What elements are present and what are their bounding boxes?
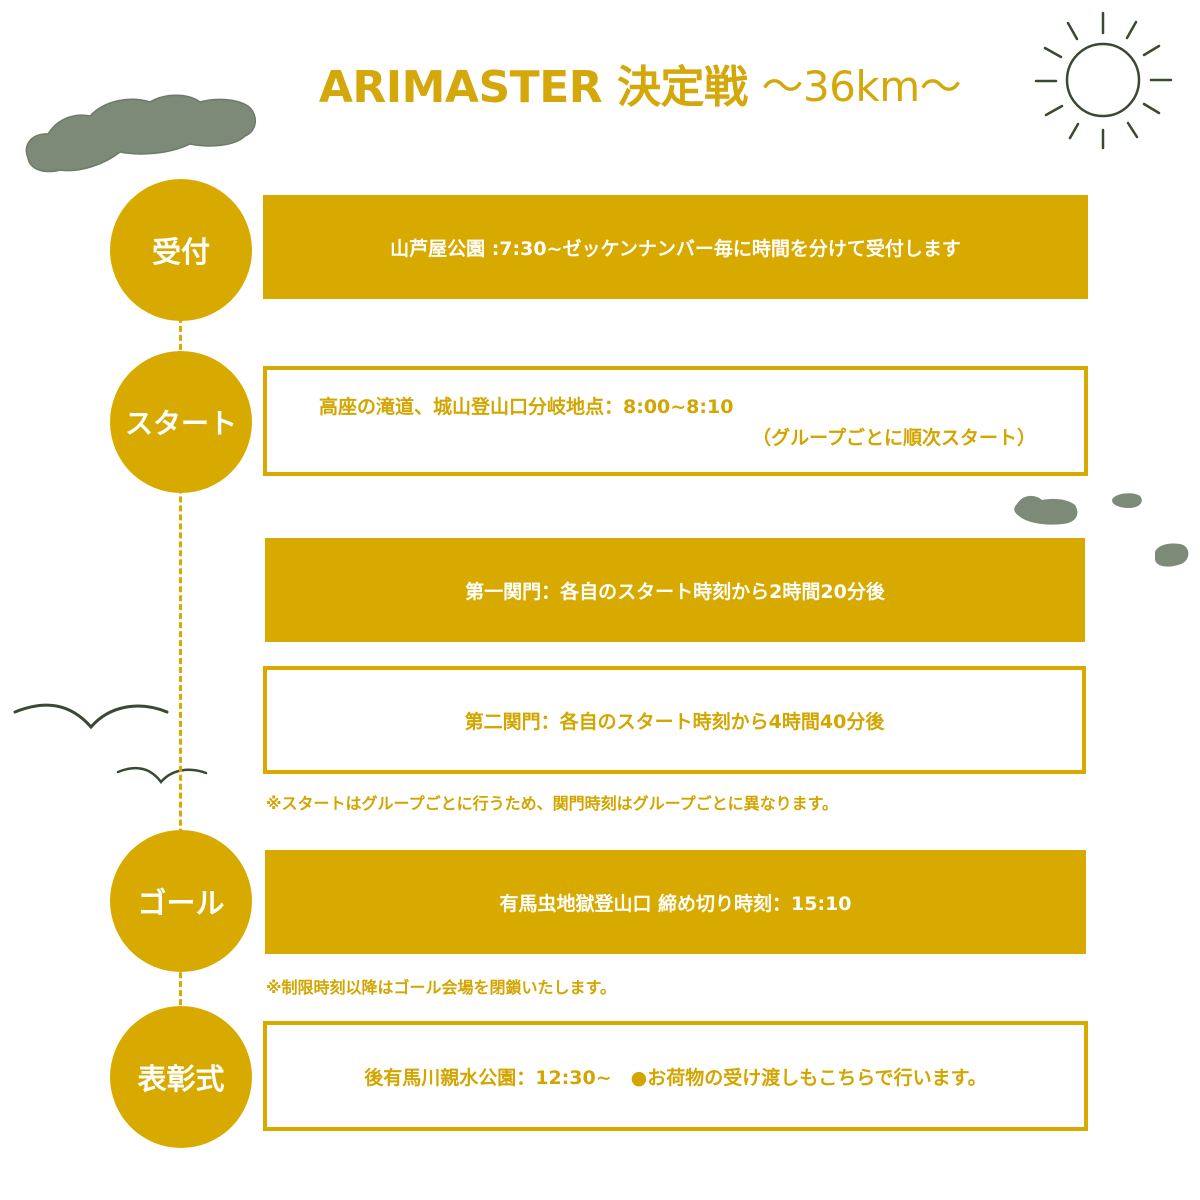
info-text: 第一関門：各自のスタート時刻から2時間20分後 xyxy=(465,580,885,603)
title-text: ARIMASTER 決定戦 xyxy=(318,62,748,113)
step-label: スタート xyxy=(124,407,237,440)
step-circle-goal: ゴール xyxy=(110,830,252,972)
start-info-box: 高座の滝道、城山登山口分岐地点：8:00~8:10 （グループごとに順次スタート… xyxy=(263,366,1088,476)
goal-info-box: 有馬虫地獄登山口 締め切り時刻：15:10 xyxy=(265,850,1086,954)
info-text: 有馬虫地獄登山口 締め切り時刻：15:10 xyxy=(499,892,852,915)
reception-info-box: 山芦屋公園 :7:30~ゼッケンナンバー毎に時間を分けて受付します xyxy=(263,195,1088,299)
bird-icon xyxy=(13,703,208,785)
step-label: 表彰式 xyxy=(137,1062,225,1096)
info-text: 山芦屋公園 :7:30~ゼッケンナンバー毎に時間を分けて受付します xyxy=(390,237,961,260)
checkpoint2-info-box: 第二関門：各自のスタート時刻から4時間40分後 xyxy=(263,666,1086,774)
timeline-line xyxy=(179,290,182,1050)
step-circle-start: スタート xyxy=(110,351,252,493)
step-label: 受付 xyxy=(151,235,210,269)
step-circle-reception: 受付 xyxy=(110,179,252,321)
step-label: ゴール xyxy=(137,886,225,920)
checkpoint1-info-box: 第一関門：各自のスタート時刻から2時間20分後 xyxy=(265,538,1085,642)
info-text: 第二関門：各自のスタート時刻から4時間40分後 xyxy=(464,710,885,733)
sun-icon xyxy=(1034,11,1173,150)
small-cloud-icon xyxy=(1014,493,1189,567)
ceremony-info-box: 後有馬川親水公園：12:30~ ●お荷物の受け渡しもこちらで行います。 xyxy=(263,1021,1088,1131)
page-title: ARIMASTER 決定戦 ～36km～ xyxy=(0,48,1200,118)
info-text: 高座の滝道、城山登山口分岐地点：8:00~8:10 xyxy=(319,396,734,418)
step-circle-ceremony: 表彰式 xyxy=(110,1006,252,1148)
checkpoint-note: ※スタートはグループごとに行うため、関門時刻はグループごとに異なります。 xyxy=(266,794,839,813)
info-text: 後有馬川親水公園：12:30~ ●お荷物の受け渡しもこちらで行います。 xyxy=(364,1066,987,1089)
info-subtext: （グループごとに順次スタート） xyxy=(752,427,1036,449)
goal-note: ※制限時刻以降はゴール会場を閉鎖いたします。 xyxy=(266,978,616,997)
title-distance: ～36km～ xyxy=(761,61,962,111)
cloud-icon xyxy=(25,94,256,173)
